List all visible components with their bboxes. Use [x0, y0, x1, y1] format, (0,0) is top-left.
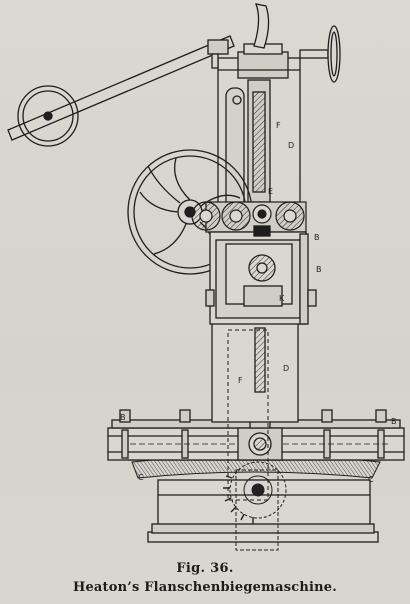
right-handwheel: [299, 25, 341, 83]
figure-number: Fig. 36.: [176, 561, 234, 576]
slide-housing: [205, 225, 317, 325]
part-labels: F D E B B K F D B B C C: [120, 121, 397, 484]
label-b-upper1: B: [314, 233, 320, 242]
label-c-right: C: [368, 475, 374, 484]
label-d-lower: D: [283, 364, 289, 373]
label-b-right: B: [391, 417, 397, 426]
label-b-upper2: B: [316, 265, 322, 274]
column-lower: [211, 317, 299, 501]
gear-row: [191, 201, 307, 233]
machine-table: [107, 409, 405, 461]
label-f-lower: F: [238, 376, 243, 385]
label-b-left: B: [120, 413, 126, 422]
lower-gear: [223, 461, 287, 551]
label-k: K: [279, 294, 285, 303]
label-d-upper: D: [288, 141, 294, 150]
column-upper: [217, 43, 301, 217]
hand-lever-arm: [7, 35, 235, 147]
figure-caption: Heaton’s Flanschenbiegemaschine.: [72, 580, 338, 595]
label-e: E: [268, 187, 273, 196]
label-c-left: C: [138, 473, 144, 482]
top-lever: [253, 3, 270, 49]
label-f-upper: F: [276, 121, 281, 130]
machine-drawing: F D E B B K F D B B C C: [7, 3, 405, 551]
